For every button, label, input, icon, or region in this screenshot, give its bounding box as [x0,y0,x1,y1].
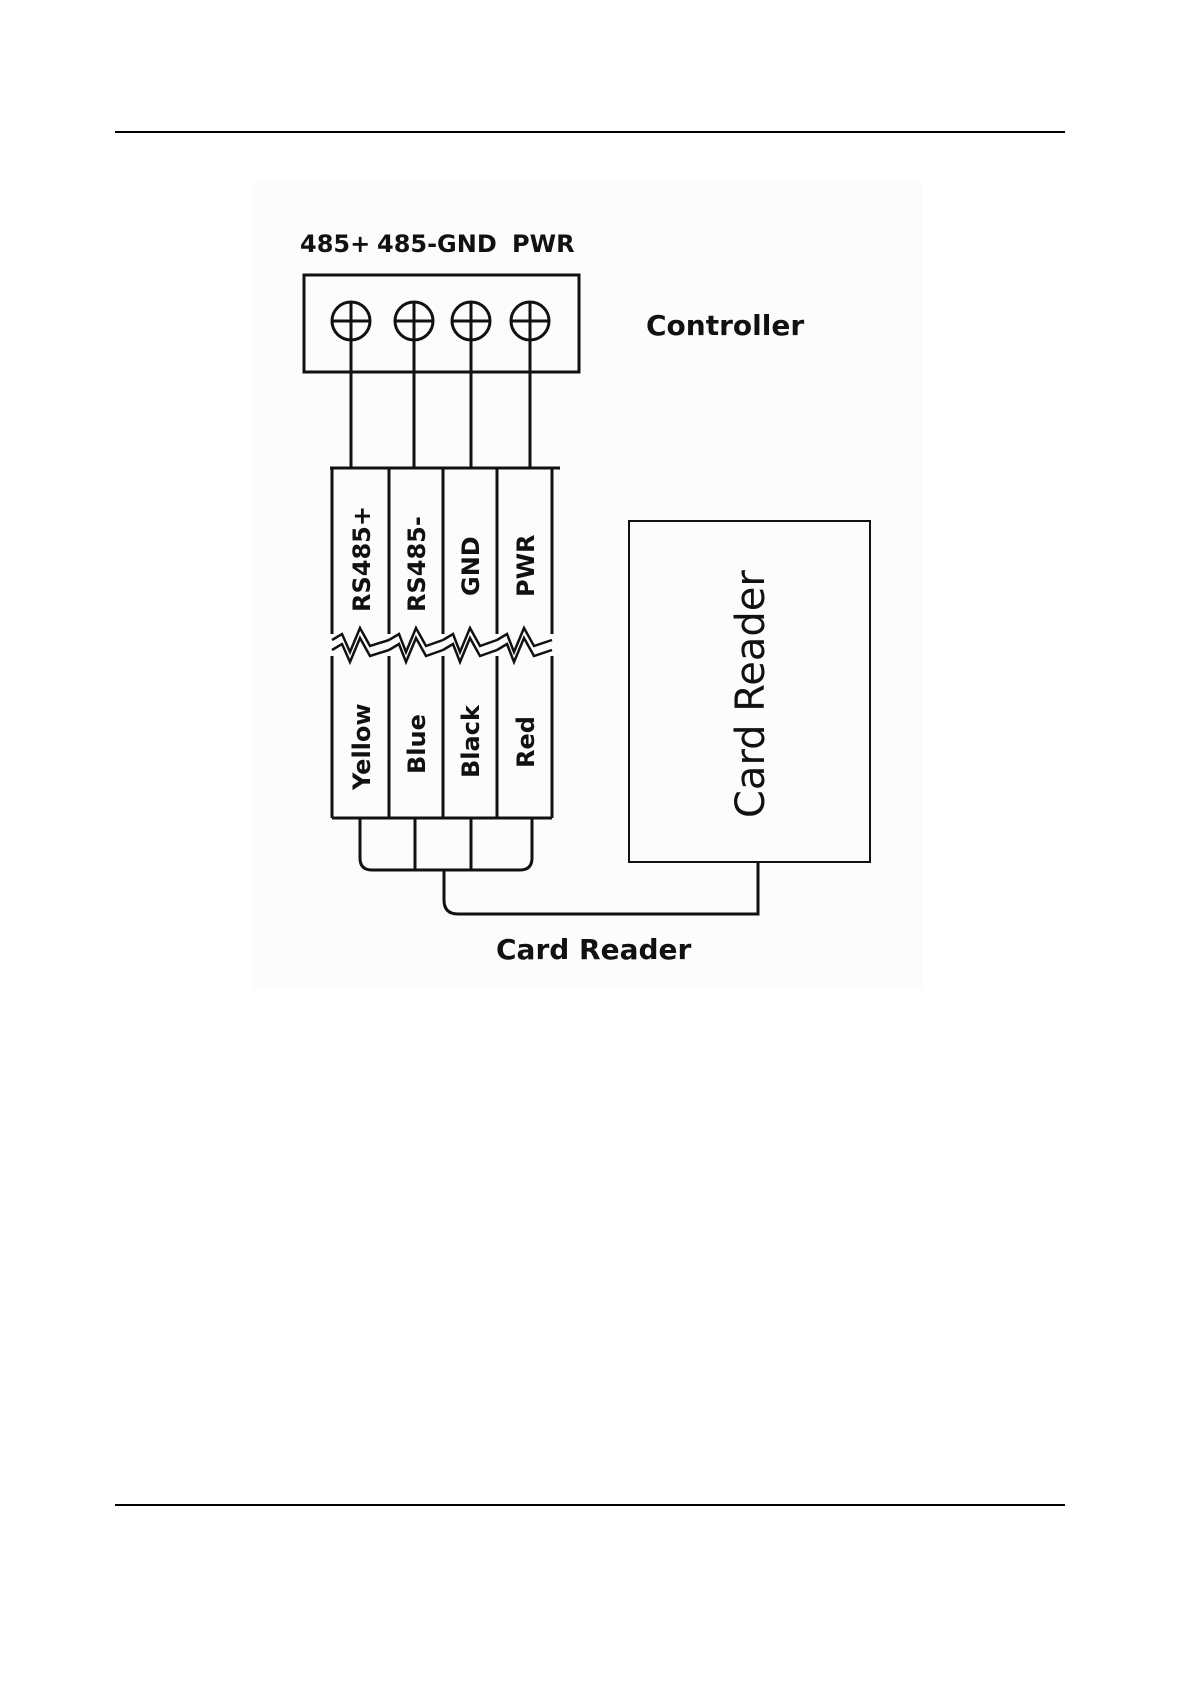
wire-color-black: Black [457,704,485,778]
wire-color-red: Red [512,716,540,768]
screw-terminal-icon [332,302,370,340]
card-reader-box-label: Card Reader [728,570,774,818]
card-reader-caption: Card Reader [496,933,692,966]
wire-color-yellow: Yellow [348,703,376,791]
terminal-label-pwr: PWR [512,230,575,258]
signal-label-gnd: GND [457,536,485,596]
wire-color-blue: Blue [403,714,431,774]
controller-terminal-block [304,275,579,372]
screw-terminal-icon [395,302,433,340]
signal-label-pwr: PWR [512,534,540,597]
screw-terminal-icon [511,302,549,340]
terminal-leads [351,340,530,468]
wire-bundle [360,818,758,914]
signal-label-rs485-minus: RS485- [403,516,431,612]
signal-label-rs485-plus: RS485+ [348,506,376,612]
controller-title: Controller [646,309,804,342]
screw-terminal-icon [452,302,490,340]
terminal-label-485-minus-gnd: 485-GND [377,230,497,258]
terminal-label-485-plus: 485+ [300,230,370,258]
